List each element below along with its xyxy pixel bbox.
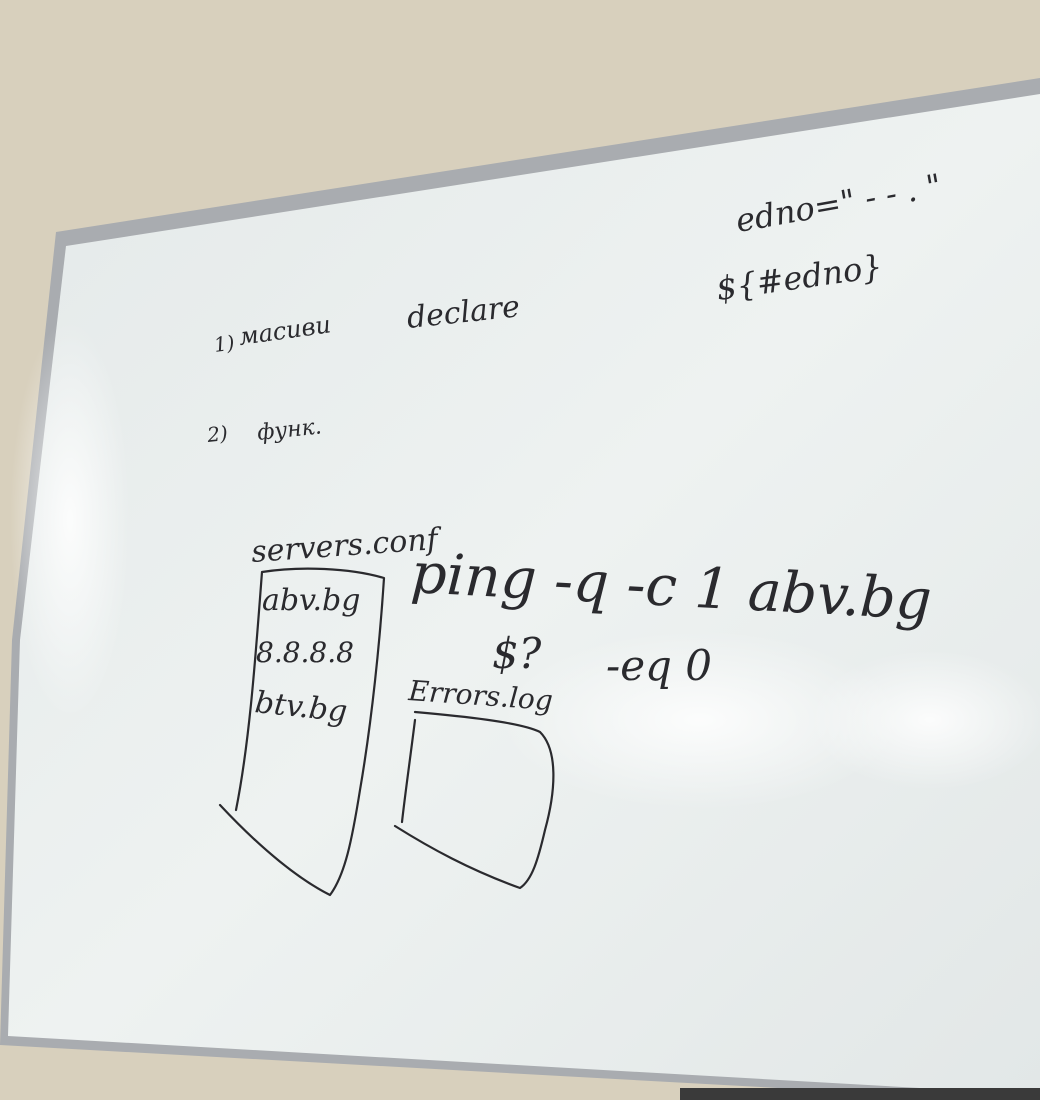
glare bbox=[10, 320, 130, 720]
note-item1-number: 1) bbox=[212, 330, 236, 357]
servers-file-entry: abv.bg bbox=[262, 583, 360, 618]
servers-file-outline bbox=[218, 567, 386, 897]
errors-file-outline bbox=[393, 710, 555, 890]
whiteboard-surface bbox=[8, 94, 1040, 1092]
glare bbox=[810, 650, 1040, 790]
note-exit-status: $? bbox=[492, 629, 542, 678]
note-eq-zero: -eq 0 bbox=[606, 641, 712, 690]
servers-file-entry: 8.8.8.8 bbox=[256, 636, 354, 669]
note-item2-number: 2) bbox=[205, 421, 229, 447]
marker-tray bbox=[680, 1088, 1040, 1100]
glare bbox=[500, 630, 900, 810]
